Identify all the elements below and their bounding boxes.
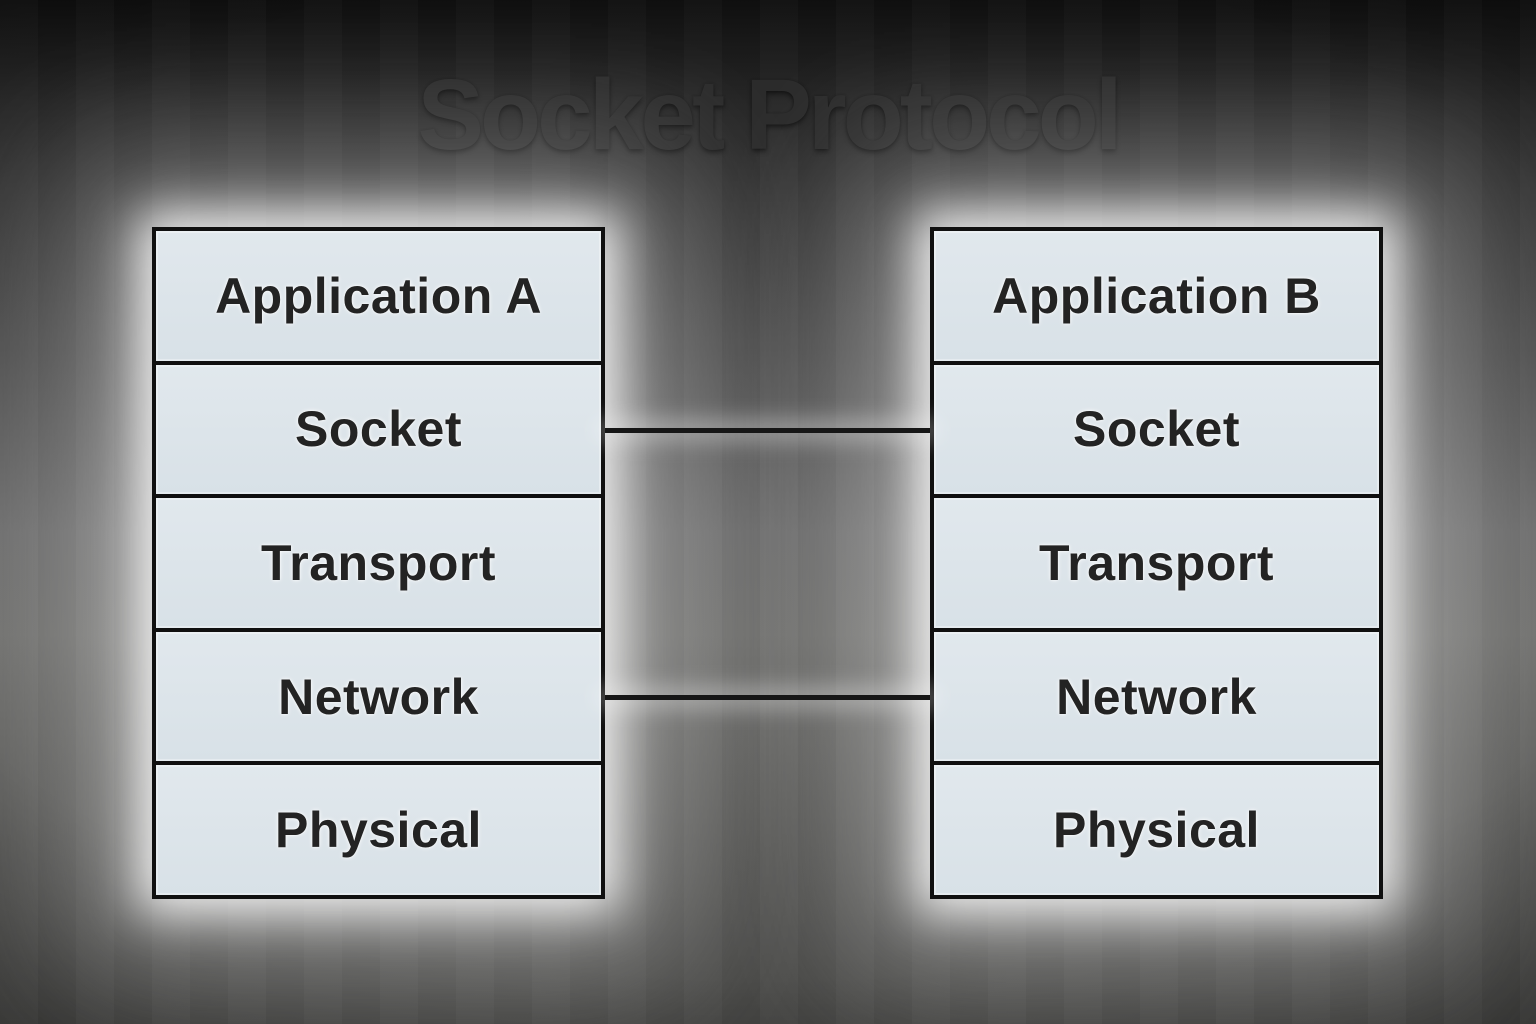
protocol-stack-a: Application A Socket Transport Network P… bbox=[152, 227, 605, 899]
layer-box-physical-a: Physical bbox=[156, 761, 601, 895]
diagram-title: Socket Protocol bbox=[417, 59, 1122, 171]
network-connection-line bbox=[605, 695, 930, 700]
layer-box-application-a: Application A bbox=[156, 231, 601, 361]
layer-label-transport-b: Transport bbox=[1038, 534, 1275, 591]
socket-connection-line bbox=[605, 428, 930, 433]
layer-label-socket-b: Socket bbox=[1073, 401, 1240, 458]
protocol-stack-b: Application B Socket Transport Network P… bbox=[930, 227, 1383, 899]
layer-box-network-a: Network bbox=[156, 627, 601, 762]
layer-box-socket-b: Socket bbox=[934, 360, 1379, 495]
layer-box-physical-b: Physical bbox=[934, 761, 1379, 895]
layer-box-transport-b: Transport bbox=[934, 494, 1379, 628]
layer-box-socket-a: Socket bbox=[156, 360, 601, 495]
layer-box-transport-a: Transport bbox=[156, 494, 601, 628]
layer-label-physical-a: Physical bbox=[275, 802, 482, 859]
layer-label-application-b: Application B bbox=[992, 267, 1321, 324]
layer-label-application-a: Application A bbox=[215, 267, 542, 324]
layer-label-network-b: Network bbox=[1056, 668, 1257, 725]
layer-label-physical-b: Physical bbox=[1053, 802, 1260, 859]
layer-label-network-a: Network bbox=[278, 668, 479, 725]
layer-box-application-b: Application B bbox=[934, 231, 1379, 361]
layer-label-socket-a: Socket bbox=[295, 401, 462, 458]
layer-box-network-b: Network bbox=[934, 627, 1379, 762]
layer-label-transport-a: Transport bbox=[260, 534, 497, 591]
